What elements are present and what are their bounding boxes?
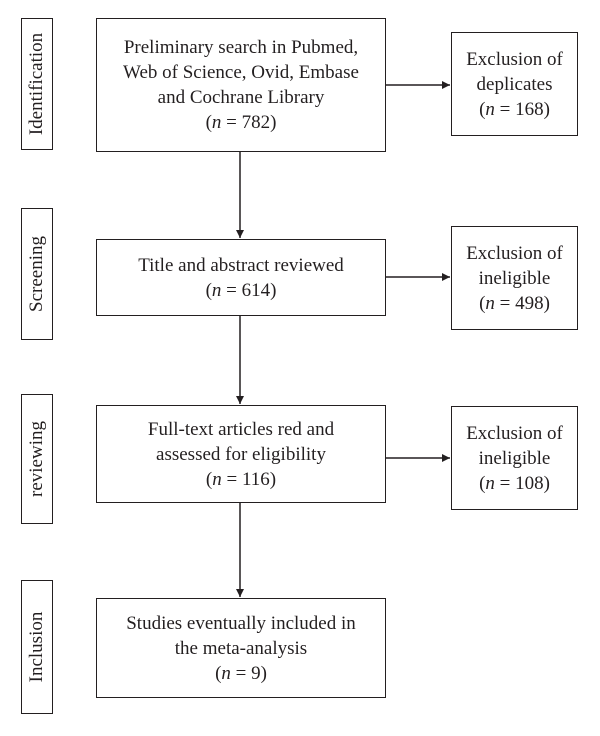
box-preliminary-search: Preliminary search in Pubmed, Web of Sci… <box>96 18 386 152</box>
count-label: (n = 108) <box>479 472 550 494</box>
count-label: (n = 614) <box>205 279 277 301</box>
box-title-abstract: Title and abstract reviewed (n = 614) <box>96 239 386 316</box>
count-label: (n = 116) <box>205 468 277 490</box>
box-exclusion-ineligible-1: Exclusion of ineligible (n = 498) <box>451 226 578 330</box>
count-label: (n = 498) <box>479 292 550 314</box>
stage-identification: Identification <box>21 18 53 150</box>
stage-reviewing: reviewing <box>21 394 53 524</box>
box-exclusion-duplicates: Exclusion of deplicates (n = 168) <box>451 32 578 136</box>
stage-screening: Screening <box>21 208 53 340</box>
box-full-text: Full-text articles red and assessed for … <box>96 405 386 503</box>
box-included: Studies eventually included in the meta-… <box>96 598 386 698</box>
count-label: (n = 168) <box>479 98 550 120</box>
count-label: (n = 782) <box>205 112 277 133</box>
box-exclusion-ineligible-2: Exclusion of ineligible (n = 108) <box>451 406 578 510</box>
stage-inclusion: Inclusion <box>21 580 53 714</box>
count-label: (n = 9) <box>215 662 267 684</box>
